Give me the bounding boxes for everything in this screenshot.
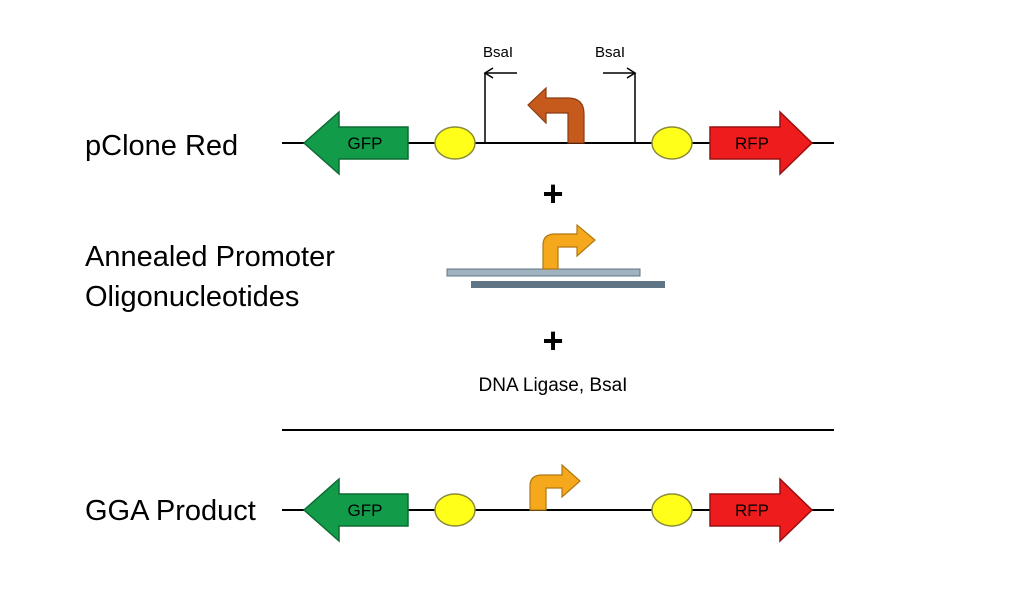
pclone-red-label: pClone Red xyxy=(85,130,238,162)
oligo-top-strand xyxy=(446,268,641,277)
rfp-arrow-shape xyxy=(709,477,814,543)
bsai-left-label: BsaI xyxy=(483,44,513,61)
promoter-arrow-oligo xyxy=(542,223,596,270)
gga-product-label: GGA Product xyxy=(85,495,256,527)
gfp-gene-arrow: GFP xyxy=(302,110,409,176)
bsai-site-right: BsaI xyxy=(595,44,637,143)
rfp-arrow-shape xyxy=(709,110,814,176)
reaction-reagents: DNA Ligase, BsaI xyxy=(479,375,628,396)
plus-sign-2: + xyxy=(542,320,563,361)
terminator-right xyxy=(651,493,693,527)
gga-product-construct: GGA Product GFP RFP xyxy=(85,463,834,543)
terminator-left xyxy=(434,126,476,160)
terminator-right xyxy=(651,126,693,160)
rfp-label: RFP xyxy=(735,501,769,520)
gfp-gene-arrow: GFP xyxy=(302,477,409,543)
bsai-right-label: BsaI xyxy=(595,44,625,61)
rfp-label: RFP xyxy=(735,134,769,153)
bsai-site-left: BsaI xyxy=(483,44,517,143)
oligos-label-line1: Annealed Promoter xyxy=(85,241,335,273)
oligos-label-line2: Oligonucleotides xyxy=(85,281,299,313)
promoter-arrow-product xyxy=(529,463,581,511)
gfp-arrow-shape xyxy=(302,110,409,176)
rfp-gene-arrow: RFP xyxy=(709,110,814,176)
gfp-arrow-shape xyxy=(302,477,409,543)
promoter-placeholder-arrow xyxy=(527,86,585,144)
gfp-label: GFP xyxy=(348,134,383,153)
oligo-bottom-strand xyxy=(471,281,665,288)
terminator-left xyxy=(434,493,476,527)
plus-sign-1: + xyxy=(542,173,563,214)
pclone-red-construct: pClone Red GFP BsaI BsaI RFP xyxy=(85,44,834,176)
annealed-oligos: Annealed Promoter Oligonucleotides xyxy=(85,223,665,313)
gfp-label: GFP xyxy=(348,501,383,520)
rfp-gene-arrow: RFP xyxy=(709,477,814,543)
